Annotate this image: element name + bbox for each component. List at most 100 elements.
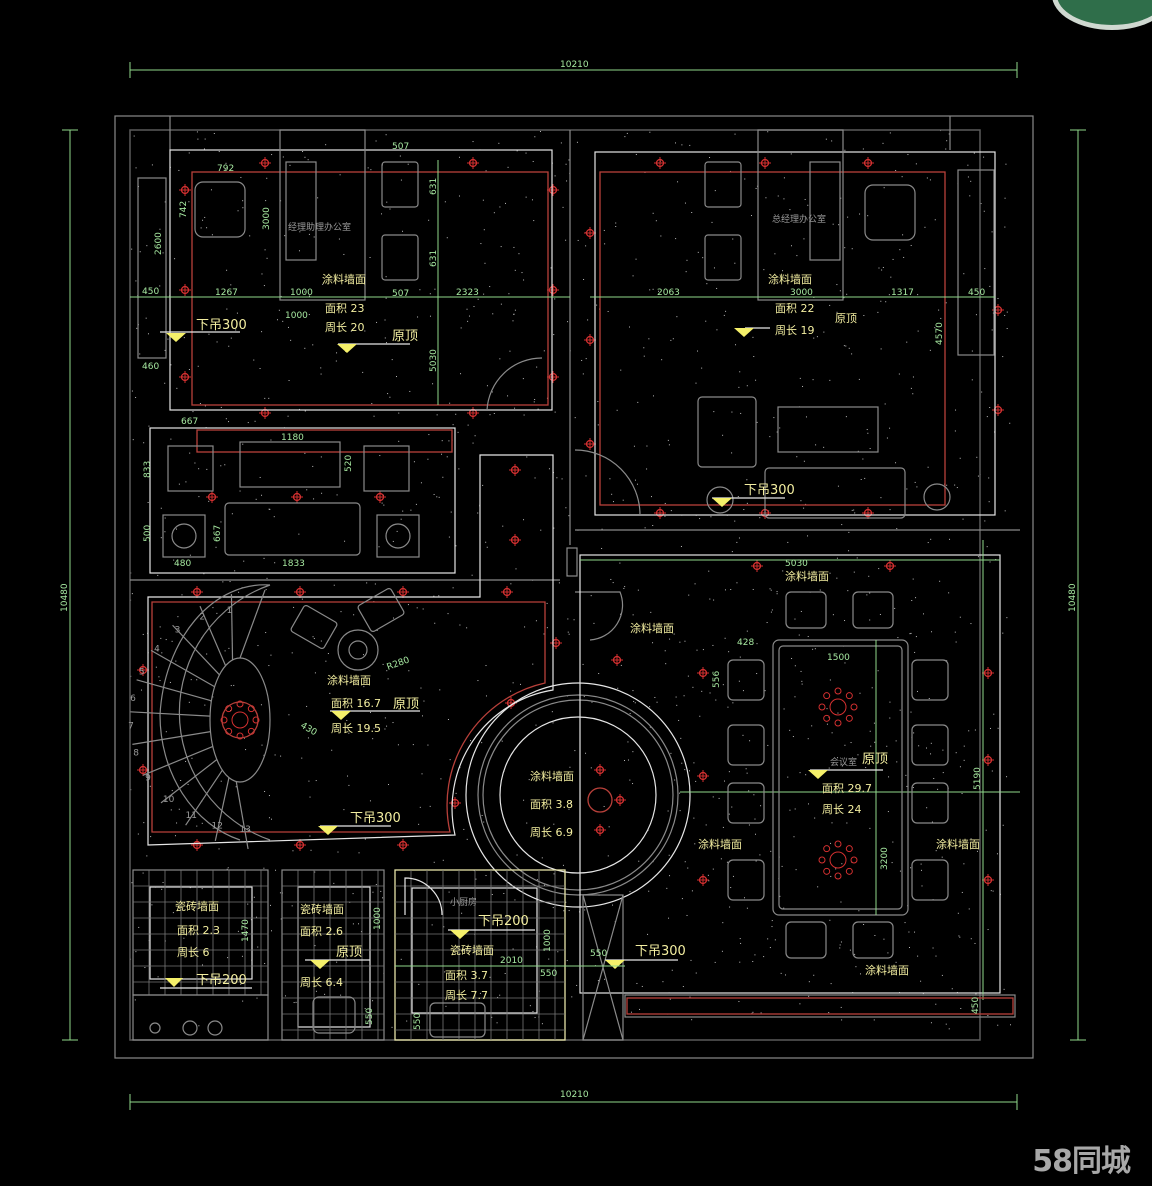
noise-dot: [783, 907, 785, 909]
noise-dot: [734, 520, 736, 522]
perimeter-label: 周长 7.7: [445, 989, 488, 1002]
noise-dot: [406, 1020, 408, 1022]
noise-dot: [498, 142, 500, 144]
dim: 5190: [973, 767, 983, 790]
noise-dot: [813, 337, 815, 339]
noise-dot: [405, 289, 407, 291]
light-fixture-icon: [547, 184, 559, 196]
noise-dot: [633, 445, 635, 447]
noise-dot: [280, 295, 282, 297]
noise-dot: [706, 283, 708, 285]
noise-dot: [1002, 356, 1004, 358]
noise-dot: [418, 823, 420, 825]
noise-dot: [844, 149, 846, 151]
noise-dot: [989, 727, 991, 729]
light-fixture-icon: [654, 157, 666, 169]
noise-dot: [164, 201, 166, 203]
noise-dot: [350, 330, 352, 332]
noise-dot: [372, 738, 374, 740]
noise-dot: [890, 276, 892, 278]
guest-chair: [381, 234, 419, 281]
noise-dot: [553, 823, 555, 825]
noise-dot: [776, 593, 778, 595]
noise-dot: [523, 799, 525, 801]
noise-dot: [190, 679, 192, 681]
noise-dot: [894, 607, 896, 609]
noise-dot: [879, 613, 881, 615]
noise-dot: [169, 681, 171, 683]
ceiling-original: 原顶: [835, 312, 857, 325]
noise-dot: [139, 353, 141, 355]
noise-dot: [344, 540, 346, 542]
noise-dot: [866, 594, 868, 596]
noise-dot: [738, 1001, 740, 1003]
light-fixture-icon: [467, 157, 479, 169]
noise-dot: [912, 578, 914, 580]
noise-dot: [957, 912, 959, 914]
noise-dot: [395, 376, 397, 378]
noise-dot: [1006, 328, 1008, 330]
noise-dot: [369, 800, 371, 802]
noise-dot: [974, 729, 976, 731]
noise-dot: [212, 607, 214, 609]
area-label: 面积 2.3: [177, 924, 220, 937]
noise-dot: [149, 785, 151, 787]
noise-dot: [674, 779, 676, 781]
noise-dot: [988, 501, 990, 503]
noise-dot: [837, 485, 839, 487]
noise-dot: [877, 971, 879, 973]
noise-dot: [840, 941, 842, 943]
noise-dot: [840, 1006, 842, 1008]
noise-dot: [239, 490, 241, 492]
light-fixture-icon: [137, 664, 149, 676]
noise-dot: [235, 329, 237, 331]
noise-dot: [1003, 988, 1005, 990]
noise-dot: [679, 792, 681, 794]
noise-dot: [632, 275, 634, 277]
noise-dot: [306, 705, 308, 707]
noise-dot: [309, 835, 311, 837]
noise-dot: [234, 570, 236, 572]
noise-dot: [859, 213, 861, 215]
ceiling-drop: 下吊300: [196, 318, 247, 333]
corridor-wall-finish: 涂料墙面: [630, 621, 674, 635]
noise-dot: [335, 360, 337, 362]
noise-dot: [885, 301, 887, 303]
noise-dot: [691, 1019, 693, 1021]
noise-dot: [878, 267, 880, 269]
noise-dot: [198, 496, 200, 498]
noise-dot: [769, 947, 771, 949]
noise-dot: [444, 971, 446, 973]
noise-dot: [338, 238, 340, 240]
noise-dot: [413, 461, 415, 463]
dim: 667: [213, 525, 223, 542]
noise-dot: [671, 969, 673, 971]
noise-dot: [931, 631, 933, 633]
noise-dot: [928, 697, 930, 699]
noise-dot: [830, 875, 832, 877]
noise-dot: [656, 701, 658, 703]
noise-dot: [794, 808, 796, 810]
noise-dot: [421, 715, 423, 717]
noise-dot: [782, 270, 784, 272]
noise-dot: [641, 985, 643, 987]
noise-dot: [626, 132, 628, 134]
noise-dot: [561, 478, 563, 480]
noise-dot: [583, 278, 585, 280]
noise-dot: [727, 706, 729, 708]
noise-dot: [608, 826, 610, 828]
noise-dot: [496, 1022, 498, 1024]
noise-dot: [201, 322, 203, 324]
noise-dot: [484, 262, 486, 264]
noise-dot: [288, 714, 290, 716]
noise-dot: [204, 405, 206, 407]
meeting-chair: [727, 782, 765, 824]
noise-dot: [712, 796, 714, 798]
noise-dot: [373, 727, 375, 729]
noise-dot: [603, 229, 605, 231]
noise-dot: [250, 919, 252, 921]
noise-dot: [925, 747, 927, 749]
noise-dot: [669, 998, 671, 1000]
noise-dot: [546, 627, 548, 629]
noise-dot: [259, 476, 261, 478]
